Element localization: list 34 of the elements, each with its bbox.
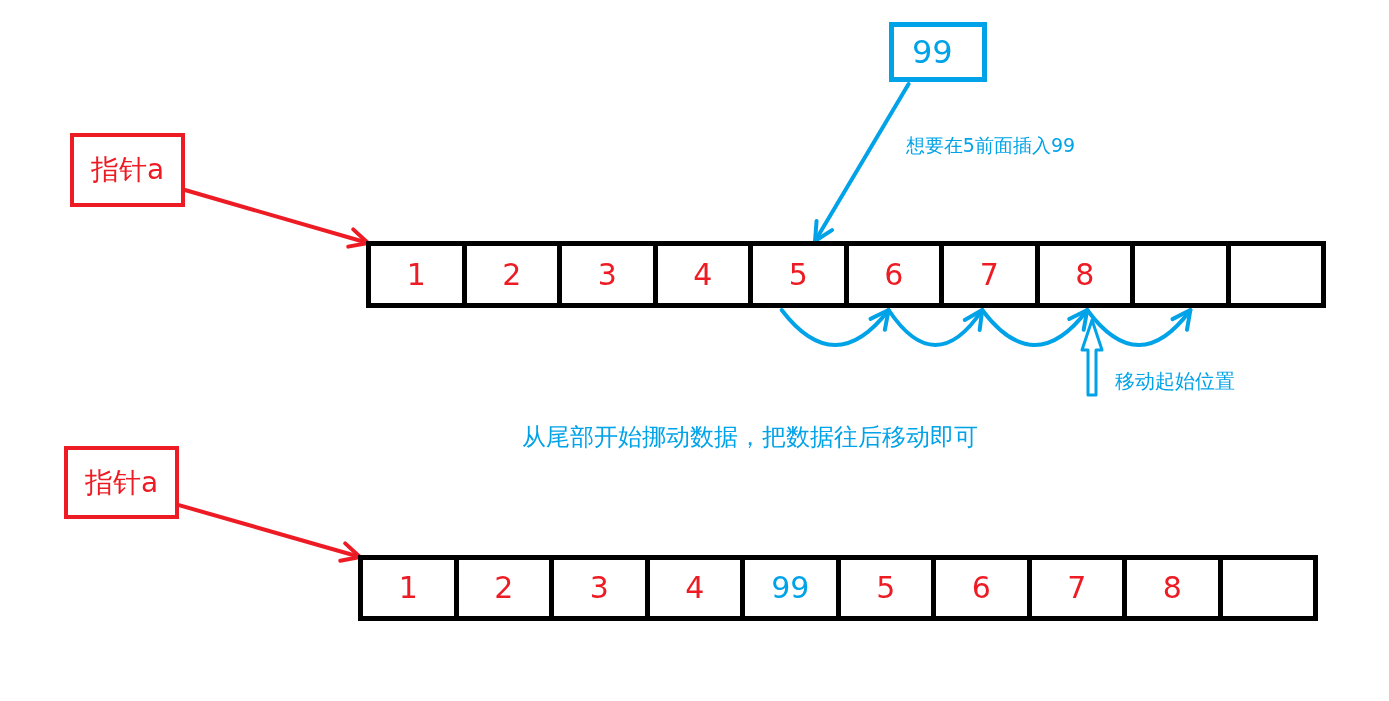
array-cell: 7 bbox=[1031, 555, 1127, 621]
value-box: 99 bbox=[889, 22, 987, 82]
arrow bbox=[183, 188, 370, 249]
array-cell: 2 bbox=[458, 555, 554, 621]
curved-arrow bbox=[779, 308, 891, 347]
array-cell bbox=[1222, 555, 1318, 621]
array-cell bbox=[1135, 241, 1231, 308]
array-cell: 4 bbox=[649, 555, 745, 621]
array-cell: 1 bbox=[358, 555, 459, 621]
array-cell: 6 bbox=[848, 241, 944, 308]
array-cell: 4 bbox=[657, 241, 753, 308]
array-cell: 2 bbox=[466, 241, 562, 308]
array-cell: 8 bbox=[1127, 555, 1223, 621]
note-text: 从尾部开始挪动数据，把数据往后移动即可 bbox=[522, 425, 978, 449]
array-cell: 7 bbox=[944, 241, 1040, 308]
array-cell: 1 bbox=[366, 241, 467, 308]
array-cell: 5 bbox=[840, 555, 936, 621]
array-cell: 5 bbox=[753, 241, 849, 308]
array-cell: 3 bbox=[562, 241, 658, 308]
curved-arrow bbox=[1085, 308, 1193, 347]
curved-arrow bbox=[886, 308, 985, 347]
curved-arrow bbox=[980, 308, 1090, 347]
label-box: 指针a bbox=[70, 133, 185, 207]
array-cell: 8 bbox=[1039, 241, 1135, 308]
array-cell bbox=[1230, 241, 1326, 308]
hollow-arrow bbox=[1080, 318, 1104, 397]
arrow bbox=[177, 503, 362, 563]
label-box: 指针a bbox=[64, 446, 179, 519]
array-cell: 3 bbox=[554, 555, 650, 621]
array-cell: 99 bbox=[745, 555, 841, 621]
edge-label: 想要在5前面插入99 bbox=[905, 135, 1076, 155]
arrow bbox=[813, 82, 911, 243]
array-cell: 6 bbox=[936, 555, 1032, 621]
annotation-text: 移动起始位置 bbox=[1115, 371, 1235, 391]
